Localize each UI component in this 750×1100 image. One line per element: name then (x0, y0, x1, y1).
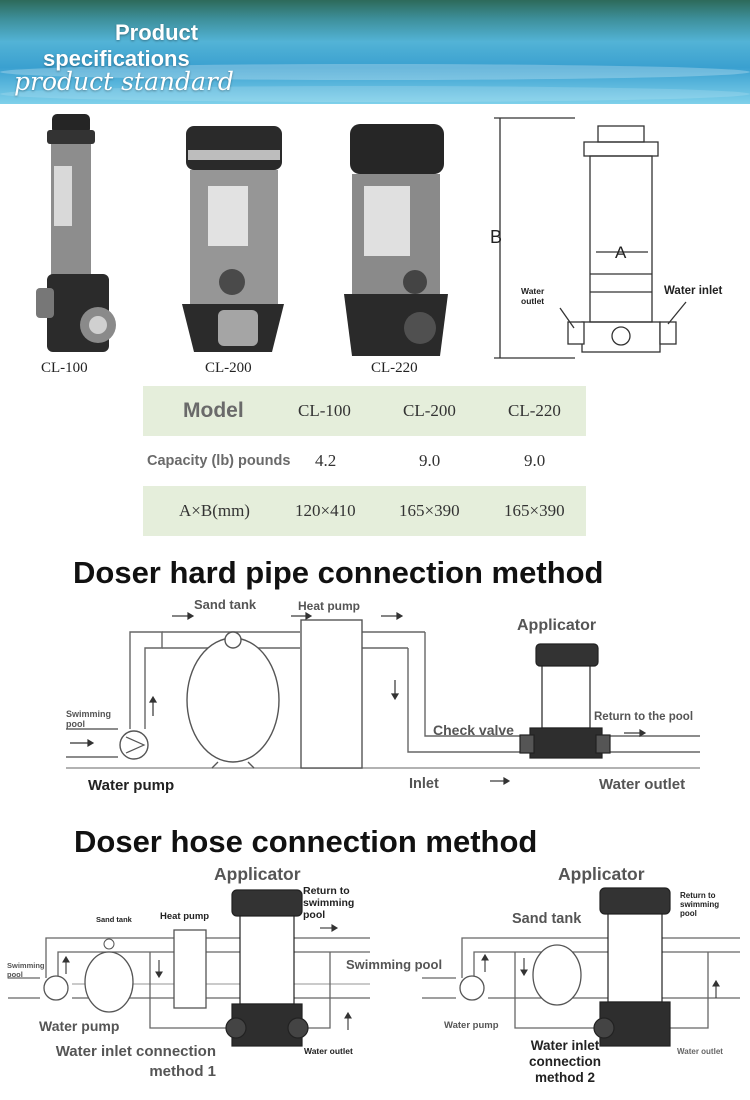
dimension-water-outlet-label: Water outlet (521, 286, 545, 306)
water-ripple (0, 86, 750, 102)
banner-title-line1: Product (115, 20, 199, 45)
hard-pipe-applicator-label: Applicator (517, 617, 597, 634)
hose-title: Doser hose connection method (74, 824, 538, 859)
hard-pipe-heat-pump-label: Heat pump (298, 599, 361, 613)
hose-right-applicator-label: Applicator (558, 864, 645, 884)
dimension-drawing (494, 117, 687, 359)
hose-left-applicator-label: Applicator (214, 864, 301, 884)
hose-right-water-pump-label: Water pump (444, 1020, 499, 1031)
hard-pipe-return-label: Return to the pool (594, 711, 694, 723)
hose-right-sand-tank-shape (532, 944, 582, 1006)
hose-left-applicator-shape (225, 889, 309, 1047)
hose-left-swimming-pool-label: Swimming pool (346, 957, 443, 972)
hose-right-inlet-method-label: Water inlet connection method 2 (528, 1038, 601, 1085)
hose-left-inlet-method-label: Water inlet connection method 1 (55, 1043, 216, 1080)
hard-pipe-swimming-pool-label: Swimming pool (66, 709, 112, 729)
hose-left-water-pump-label: Water pump (39, 1018, 120, 1034)
table-cell: CL-100 (298, 401, 351, 420)
hose-left-sand-tank-shape (84, 951, 134, 1013)
table-row-capacity: Capacity (lb) pounds 4.2 9.0 9.0 (143, 436, 586, 486)
hose-left-sand-tank-label: Sand tank (96, 915, 132, 924)
caption-cl-100: CL-100 (41, 360, 88, 376)
water-ripple (0, 64, 750, 80)
hard-pipe-diagram (66, 611, 700, 786)
cl-220-product-image (344, 124, 448, 356)
banner-title-line2: specifications (43, 46, 190, 71)
hose-left-heat-pump-shape (173, 929, 207, 1009)
table-cell: 9.0 (419, 451, 441, 470)
hard-pipe-inlet-label: Inlet (409, 776, 439, 792)
spec-table: Model CL-100 CL-200 CL-220 Capacity (lb)… (143, 386, 586, 536)
hard-pipe-check-valve-label: Check valve (433, 722, 514, 738)
capacity-label: Capacity (lb) pounds (147, 453, 291, 469)
sand-tank-shape (186, 631, 280, 769)
size-label: A×B(mm) (179, 501, 250, 520)
applicator-shape (519, 643, 611, 759)
banner-subtitle: product standard (14, 67, 234, 96)
cl-100-product-image (36, 114, 116, 352)
table-row-size: A×B(mm) 120×410 165×390 165×390 (143, 486, 586, 536)
hose-left-water-outlet-label: Water outlet (304, 1046, 353, 1056)
hose-right-return-label: Return to swimming pool (680, 891, 720, 918)
table-cell: 165×390 (399, 501, 460, 520)
caption-cl-200: CL-200 (205, 360, 252, 376)
table-cell: 120×410 (295, 501, 356, 520)
hard-pipe-water-outlet-label: Water outlet (599, 776, 686, 793)
table-cell: CL-220 (508, 401, 561, 420)
hose-left-heat-pump-label: Heat pump (160, 911, 210, 922)
dimension-label-b: B (490, 227, 503, 247)
table-cell: 9.0 (524, 451, 546, 470)
hard-pipe-water-pump-label: Water pump (88, 777, 175, 794)
hose-right-water-outlet-label: Water outlet (677, 1047, 723, 1056)
header-banner: Product specifications product standard (0, 0, 750, 104)
table-cell: CL-200 (403, 401, 456, 420)
hard-pipe-title: Doser hard pipe connection method (73, 555, 604, 590)
dimension-label-a: A (615, 243, 627, 262)
caption-cl-220: CL-220 (371, 360, 418, 376)
model-label: Model (183, 399, 244, 422)
dimension-water-inlet-label: Water inlet (664, 285, 723, 297)
hose-left-swimming-pool-small-label: Swimming pool (7, 961, 45, 979)
table-row-model: Model CL-100 CL-200 CL-220 (143, 386, 586, 436)
hose-left-return-label: Return to swimming pool (303, 885, 355, 921)
cl-200-product-image (182, 126, 284, 352)
table-cell: 4.2 (315, 451, 337, 470)
hose-right-applicator-shape (593, 887, 671, 1047)
product-photos (36, 114, 687, 359)
table-cell: 165×390 (504, 501, 565, 520)
hard-pipe-sand-tank-label: Sand tank (194, 597, 257, 612)
heat-pump-shape (300, 619, 363, 769)
hose-right-sand-tank-label: Sand tank (512, 911, 582, 927)
